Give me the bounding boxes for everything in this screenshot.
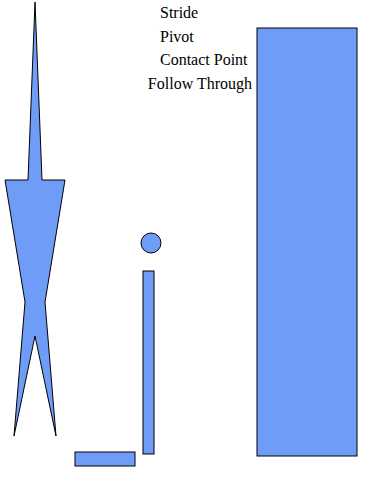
base-bar (75, 452, 135, 466)
body-bar (143, 271, 154, 454)
step-label: Pivot (160, 27, 194, 47)
tall-panel (257, 28, 357, 456)
head-circle (141, 233, 161, 253)
step-label: Stride (160, 3, 198, 23)
step-label: Follow Through (148, 74, 252, 94)
step-label: Contact Point (160, 50, 248, 70)
swing-figure (5, 2, 65, 436)
